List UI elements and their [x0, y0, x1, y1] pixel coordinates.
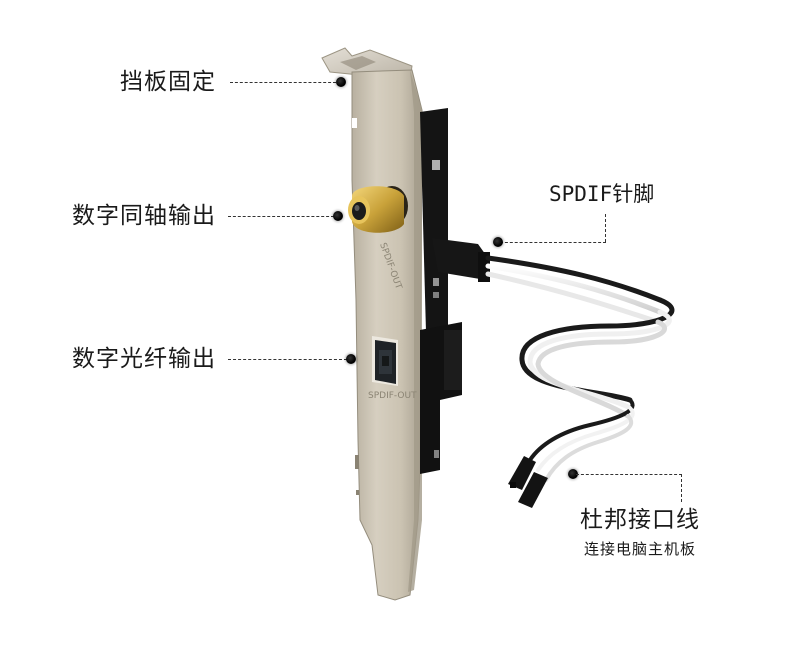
callout-dot-optical: [346, 354, 356, 364]
callout-dot-bracket: [336, 77, 346, 87]
callout-line-optical: [228, 359, 347, 360]
pcb-board: [420, 108, 462, 474]
callout-dot-spdif-pins: [493, 237, 503, 247]
callout-line-spdif-pins: [500, 242, 606, 243]
callout-label-optical: 数字光纤输出: [72, 346, 216, 372]
dupont-plugs: [508, 456, 548, 508]
callout-dot-dupont: [568, 469, 578, 479]
bracket-body: [351, 69, 423, 601]
callout-label-coaxial: 数字同轴输出: [72, 203, 216, 229]
dupont-cable: [485, 255, 675, 482]
callout-line-coaxial: [228, 216, 334, 217]
callout-dot-coaxial: [333, 211, 343, 221]
bracket-marking-optical: SPDIF-OUT: [368, 391, 417, 401]
callout-label-dupont: 杜邦接口线: [580, 507, 700, 533]
callout-line-dupont: [576, 474, 682, 475]
callout-label-bracket: 挡板固定: [120, 69, 216, 95]
rca-coaxial-connector: [348, 186, 408, 233]
optical-toslink-port: [372, 336, 398, 386]
callout-line-bracket: [230, 82, 336, 83]
callout-sublabel-dupont: 连接电脑主机板: [584, 540, 697, 558]
callout-vline-spdif-pins: [605, 214, 606, 242]
callout-label-spdif-pins: SPDIF针脚: [549, 182, 655, 206]
callout-vline-dupont: [681, 474, 682, 502]
